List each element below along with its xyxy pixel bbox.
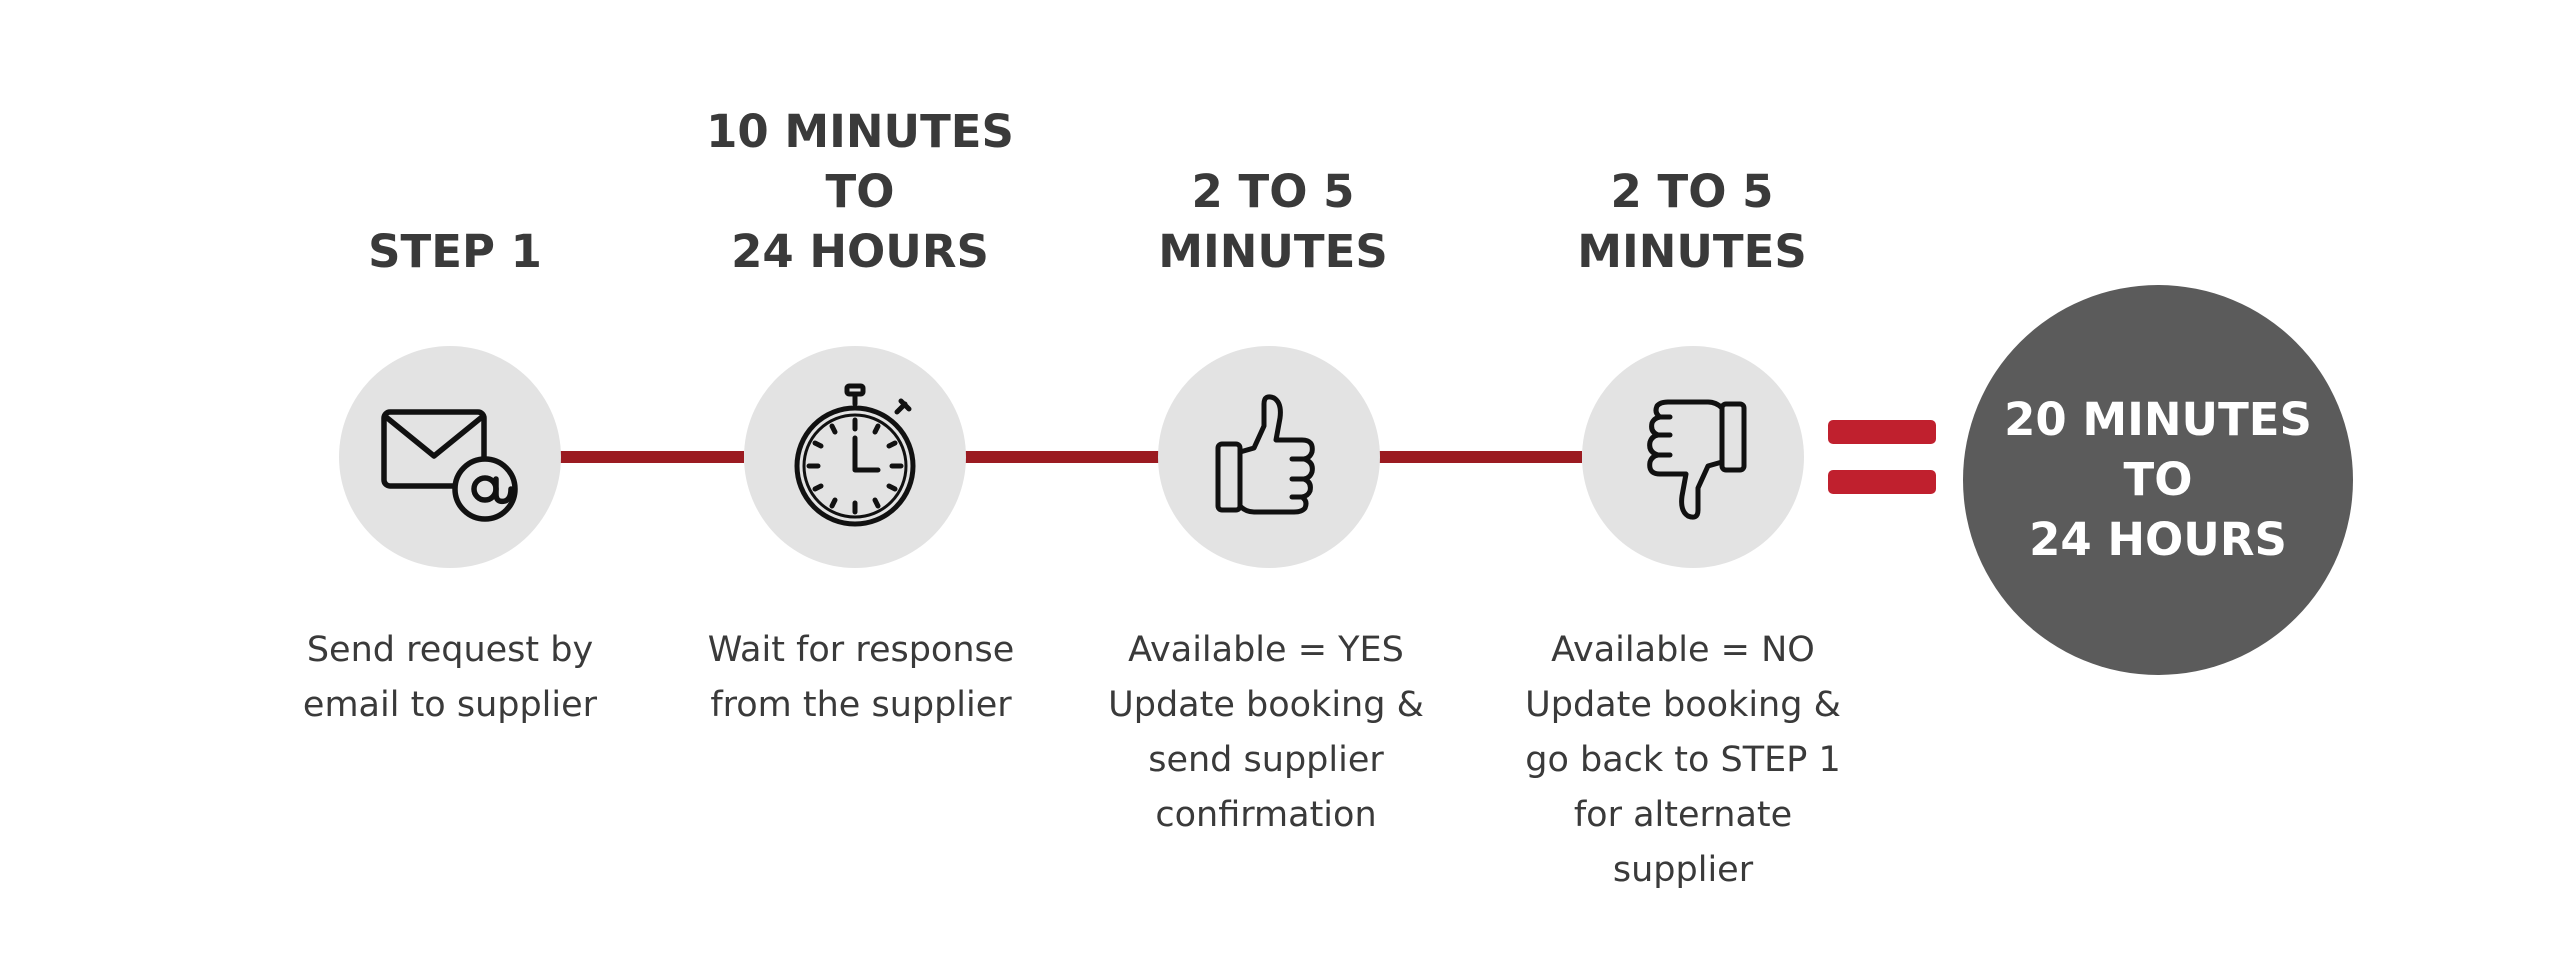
thumbs-up-icon [1215,394,1315,515]
step-2-description: Wait for response from the supplier [707,630,1015,725]
step-4-description: Available = NO Update booking & go back … [1525,630,1841,890]
step-3-circle [1158,346,1380,568]
result-circle: 20 MINUTES TO 24 HOURS [1963,285,2353,675]
step-3-heading: 2 TO 5 MINUTES [1158,165,1388,278]
step-2-circle [744,346,966,568]
equals-bar-top [1828,420,1936,444]
step-1-heading: STEP 1 [368,225,542,278]
connector-line-2 [964,451,1160,463]
connector-line-3 [1378,451,1582,463]
stopwatch-icon [794,383,916,527]
step-4-heading: 2 TO 5 MINUTES [1577,165,1807,278]
step-1-circle [339,346,561,568]
email-at-icon [381,409,518,522]
step-4-circle [1582,346,1804,568]
step-3-description: Available = YES Update booking & send su… [1108,630,1424,835]
thumbs-down-icon [1647,399,1747,520]
connector-line-1 [560,451,744,463]
equals-bar-bottom [1828,470,1936,494]
step-2-heading: 10 MINUTES TO 24 HOURS [706,105,1014,278]
step-1-description: Send request by email to supplier [302,630,598,725]
result-total-time: 20 MINUTES TO 24 HOURS [2004,393,2312,566]
